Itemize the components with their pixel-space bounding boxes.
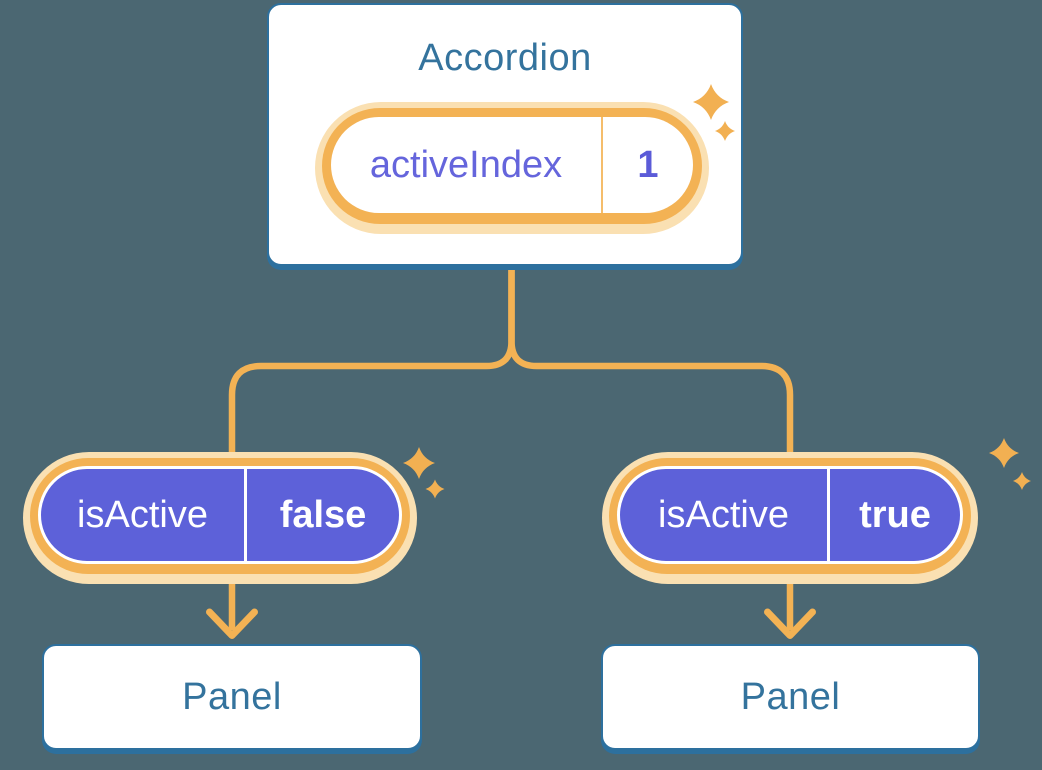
prop-pill-ring: isActive false [30,458,410,574]
pill-divider [601,117,603,213]
panel-card-left: Panel [42,644,422,750]
pill-divider [244,469,247,561]
panel-title: Panel [740,675,841,718]
prop-pill-isactive-false: isActive false [23,452,417,584]
prop-name-label: isActive [77,493,208,536]
state-pill: activeIndex 1 [315,102,709,234]
accordion-title: Accordion [418,37,592,79]
panel-title: Panel [182,675,282,718]
connector-right-branch [508,267,794,630]
state-pill-ring: activeIndex 1 [322,108,702,224]
arrow-down-icon [206,608,258,639]
pill-divider [827,469,830,561]
state-name-label: activeIndex [369,143,563,186]
prop-pill-body: isActive false [38,466,402,564]
prop-pill-isactive-true: isActive true [602,452,978,584]
prop-name-label: isActive [658,493,789,536]
state-value-label: 1 [637,143,659,186]
accordion-card: Accordion activeIndex 1 [267,3,743,266]
panel-card-right: Panel [601,644,980,750]
prop-pill-ring: isActive true [609,458,971,574]
prop-pill-body: isActive true [617,466,963,564]
prop-value-label: true [859,493,931,536]
state-pill-body: activeIndex 1 [331,117,693,213]
prop-value-label: false [279,493,367,536]
arrow-down-icon [764,608,816,639]
